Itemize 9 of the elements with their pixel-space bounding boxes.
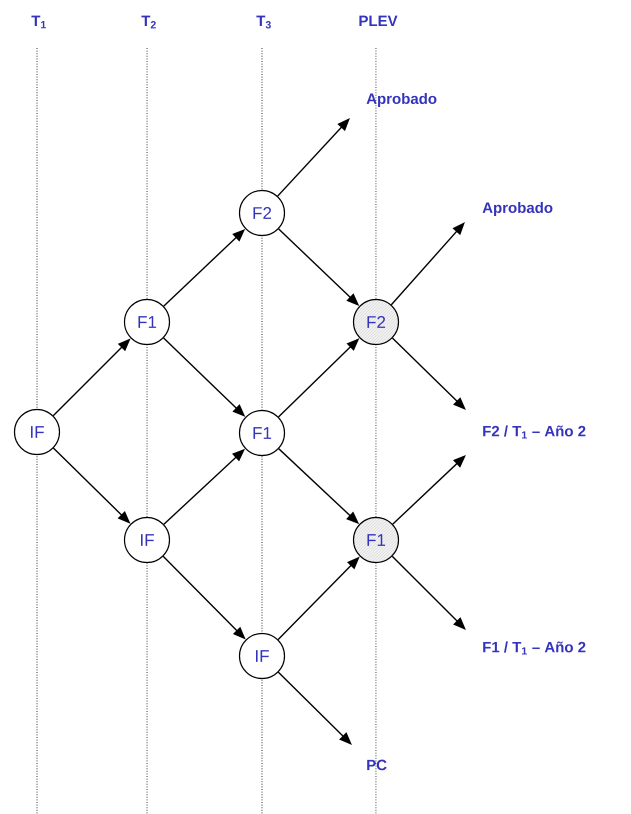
column-header: PLEV [359,16,398,26]
outcome-label: F1 / T$_{1}$ – Año 2 [483,641,586,655]
column-header: T$_{2}$ [141,16,156,28]
outcome-label: PC [367,760,387,770]
outcome-label: Aprobado [366,93,436,107]
column-header: T$_{3}$ [256,16,271,28]
outcome-label: F2 / T$_{1}$ – Año 2 [483,425,586,439]
column-header: T$_{1}$ [31,16,46,28]
outcome-label: Aprobado [482,202,552,216]
